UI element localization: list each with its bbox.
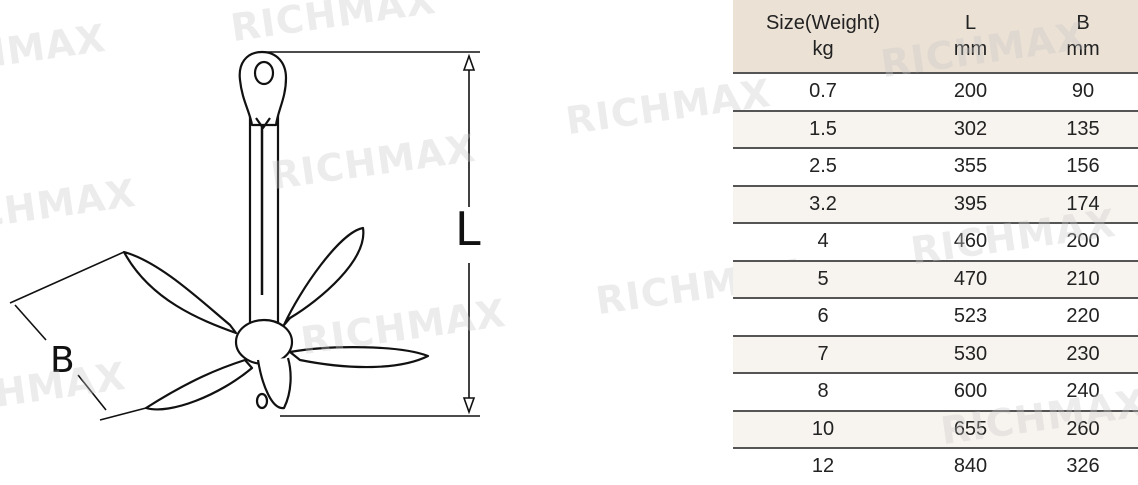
size-cell: 8 bbox=[733, 372, 913, 411]
size-cell: 12 bbox=[733, 447, 913, 485]
l-cell: 302 bbox=[913, 109, 1028, 148]
anchor-fluke bbox=[122, 250, 238, 335]
size-cell: 3.2 bbox=[733, 184, 913, 223]
size-cell: 6 bbox=[733, 297, 913, 336]
anchor-fluke bbox=[282, 226, 365, 327]
b-cell: 240 bbox=[1028, 372, 1138, 411]
l-cell: 655 bbox=[913, 409, 1028, 448]
l-cell: 395 bbox=[913, 184, 1028, 223]
size-cell: 1.5 bbox=[733, 109, 913, 148]
header-l-label: L bbox=[964, 12, 977, 34]
header-l-unit: mm bbox=[953, 38, 988, 60]
b-cell: 210 bbox=[1028, 259, 1138, 298]
l-cell: 530 bbox=[913, 334, 1028, 373]
b-cell: 230 bbox=[1028, 334, 1138, 373]
l-cell: 600 bbox=[913, 372, 1028, 411]
b-cell: 156 bbox=[1028, 147, 1138, 186]
size-cell: 7 bbox=[733, 334, 913, 373]
size-cell: 4 bbox=[733, 222, 913, 261]
size-cell: 2.5 bbox=[733, 147, 913, 186]
size-cell: 5 bbox=[733, 259, 913, 298]
b-cell: 220 bbox=[1028, 297, 1138, 336]
header-size: Size(Weight) kg bbox=[733, 0, 913, 73]
b-cell: 135 bbox=[1028, 109, 1138, 148]
b-cell: 90 bbox=[1028, 72, 1138, 111]
l-cell: 523 bbox=[913, 297, 1028, 336]
b-cell: 326 bbox=[1028, 447, 1138, 485]
header-size-label: Size(Weight) bbox=[765, 12, 881, 34]
grapnel-anchor-drawing: L B bbox=[9, 50, 481, 421]
size-cell: 0.7 bbox=[733, 72, 913, 111]
l-cell: 355 bbox=[913, 147, 1028, 186]
anchor-shank bbox=[248, 103, 280, 332]
l-cell: 200 bbox=[913, 72, 1028, 111]
b-cell: 174 bbox=[1028, 184, 1138, 223]
anchor-fluke bbox=[288, 346, 430, 369]
anchor-fluke bbox=[144, 358, 254, 411]
l-cell: 840 bbox=[913, 447, 1028, 485]
header-b-unit: mm bbox=[1066, 38, 1100, 60]
b-cell: 260 bbox=[1028, 409, 1138, 448]
header-size-unit: kg bbox=[812, 38, 834, 60]
header-b-label: B bbox=[1076, 12, 1090, 34]
l-cell: 470 bbox=[913, 259, 1028, 298]
size-cell: 10 bbox=[733, 409, 913, 448]
dimension-label-B: B bbox=[50, 340, 75, 381]
anchor-hub bbox=[234, 318, 294, 366]
b-cell: 200 bbox=[1028, 222, 1138, 261]
dimension-label-L: L bbox=[455, 202, 481, 256]
l-cell: 460 bbox=[913, 222, 1028, 261]
